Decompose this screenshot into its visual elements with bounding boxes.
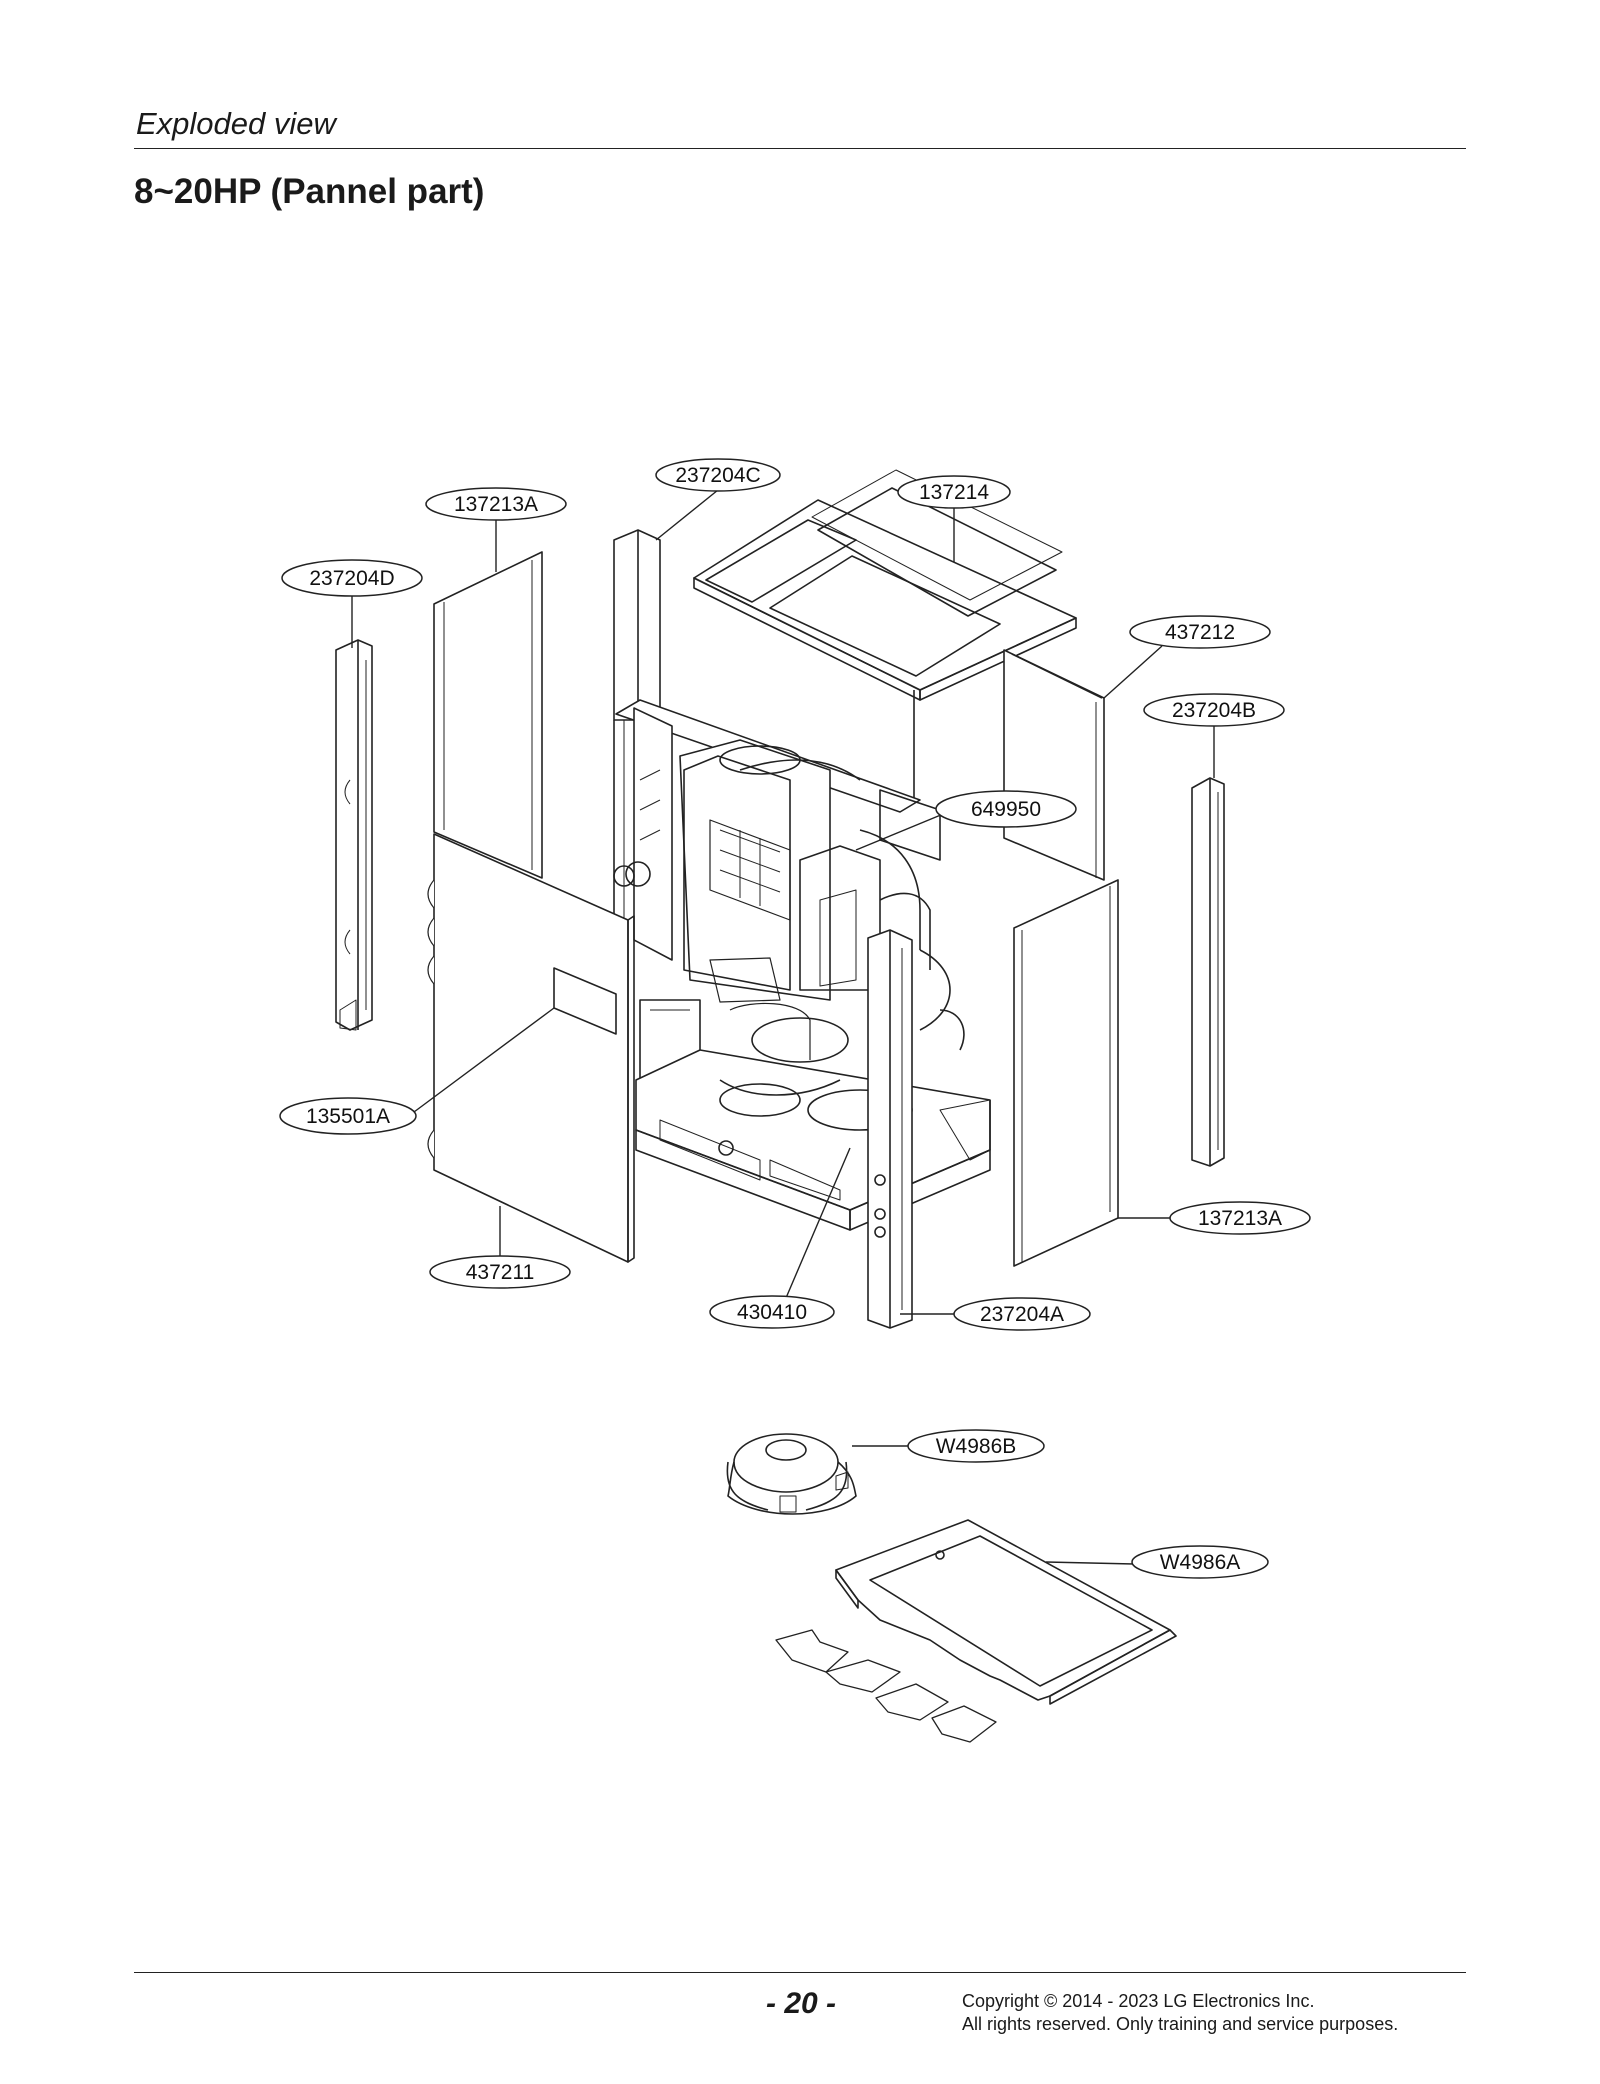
svg-text:W4986A: W4986A bbox=[1160, 1551, 1241, 1574]
svg-text:237204D: 237204D bbox=[309, 567, 394, 590]
page-title: 8~20HP (Pannel part) bbox=[134, 172, 485, 211]
left-column-237204D bbox=[335, 639, 373, 1031]
callout-W4986B: W4986B bbox=[907, 1429, 1045, 1463]
right-post-237204B bbox=[1191, 777, 1225, 1167]
callout-649950: 649950 bbox=[935, 790, 1077, 828]
svg-text:437212: 437212 bbox=[1165, 621, 1235, 644]
callout-137213A-right: 137213A bbox=[1169, 1201, 1311, 1235]
front-panel-437211 bbox=[427, 833, 635, 1263]
front-post-237204A bbox=[867, 929, 913, 1329]
copyright-notice: Copyright © 2014 - 2023 LG Electronics I… bbox=[962, 1990, 1398, 2036]
header-rule bbox=[134, 148, 1466, 149]
callout-237204A: 237204A bbox=[953, 1297, 1091, 1331]
svg-text:237204B: 237204B bbox=[1172, 699, 1256, 722]
svg-text:W4986B: W4986B bbox=[936, 1435, 1017, 1458]
svg-text:137213A: 137213A bbox=[454, 493, 538, 516]
svg-text:137214: 137214 bbox=[919, 481, 989, 504]
svg-text:237204C: 237204C bbox=[675, 464, 760, 487]
right-side-panel-137213A bbox=[1013, 879, 1119, 1267]
svg-text:430410: 430410 bbox=[737, 1301, 807, 1324]
callout-430410: 430410 bbox=[709, 1295, 835, 1329]
section-label: Exploded view bbox=[136, 106, 336, 141]
left-upper-panel-137213A bbox=[433, 551, 543, 879]
page-number: - 20 - bbox=[766, 1987, 837, 2020]
copyright-line-1: Copyright © 2014 - 2023 LG Electronics I… bbox=[962, 1991, 1315, 2011]
bottom-plate-W4986A bbox=[775, 1519, 1177, 1743]
footer-rule bbox=[134, 1972, 1466, 1973]
copyright-line-2: All rights reserved. Only training and s… bbox=[962, 2014, 1399, 2034]
callout-237204D: 237204D bbox=[281, 559, 423, 597]
callout-237204C: 237204C bbox=[655, 458, 781, 492]
base-430410 bbox=[635, 1002, 991, 1231]
unit-body-649950 bbox=[613, 699, 965, 1081]
callout-137214: 137214 bbox=[897, 475, 1011, 509]
svg-text:437211: 437211 bbox=[466, 1261, 535, 1284]
svg-text:137213A: 137213A bbox=[1198, 1207, 1282, 1230]
fan-guard-W4986B bbox=[726, 1433, 857, 1515]
svg-text:237204A: 237204A bbox=[980, 1303, 1064, 1326]
callout-W4986A: W4986A bbox=[1131, 1545, 1269, 1579]
svg-text:135501A: 135501A bbox=[306, 1105, 390, 1128]
callout-237204B: 237204B bbox=[1143, 693, 1285, 727]
back-panel-437212 bbox=[913, 649, 1105, 881]
callout-437212: 437212 bbox=[1129, 615, 1271, 649]
callout-137213A-top: 137213A bbox=[425, 487, 567, 521]
svg-text:649950: 649950 bbox=[971, 798, 1041, 821]
top-panel-137214 bbox=[693, 469, 1077, 701]
leader-lines bbox=[351, 489, 1215, 1565]
callout-437211: 437211 bbox=[429, 1255, 571, 1289]
callout-135501A: 135501A bbox=[279, 1097, 417, 1135]
